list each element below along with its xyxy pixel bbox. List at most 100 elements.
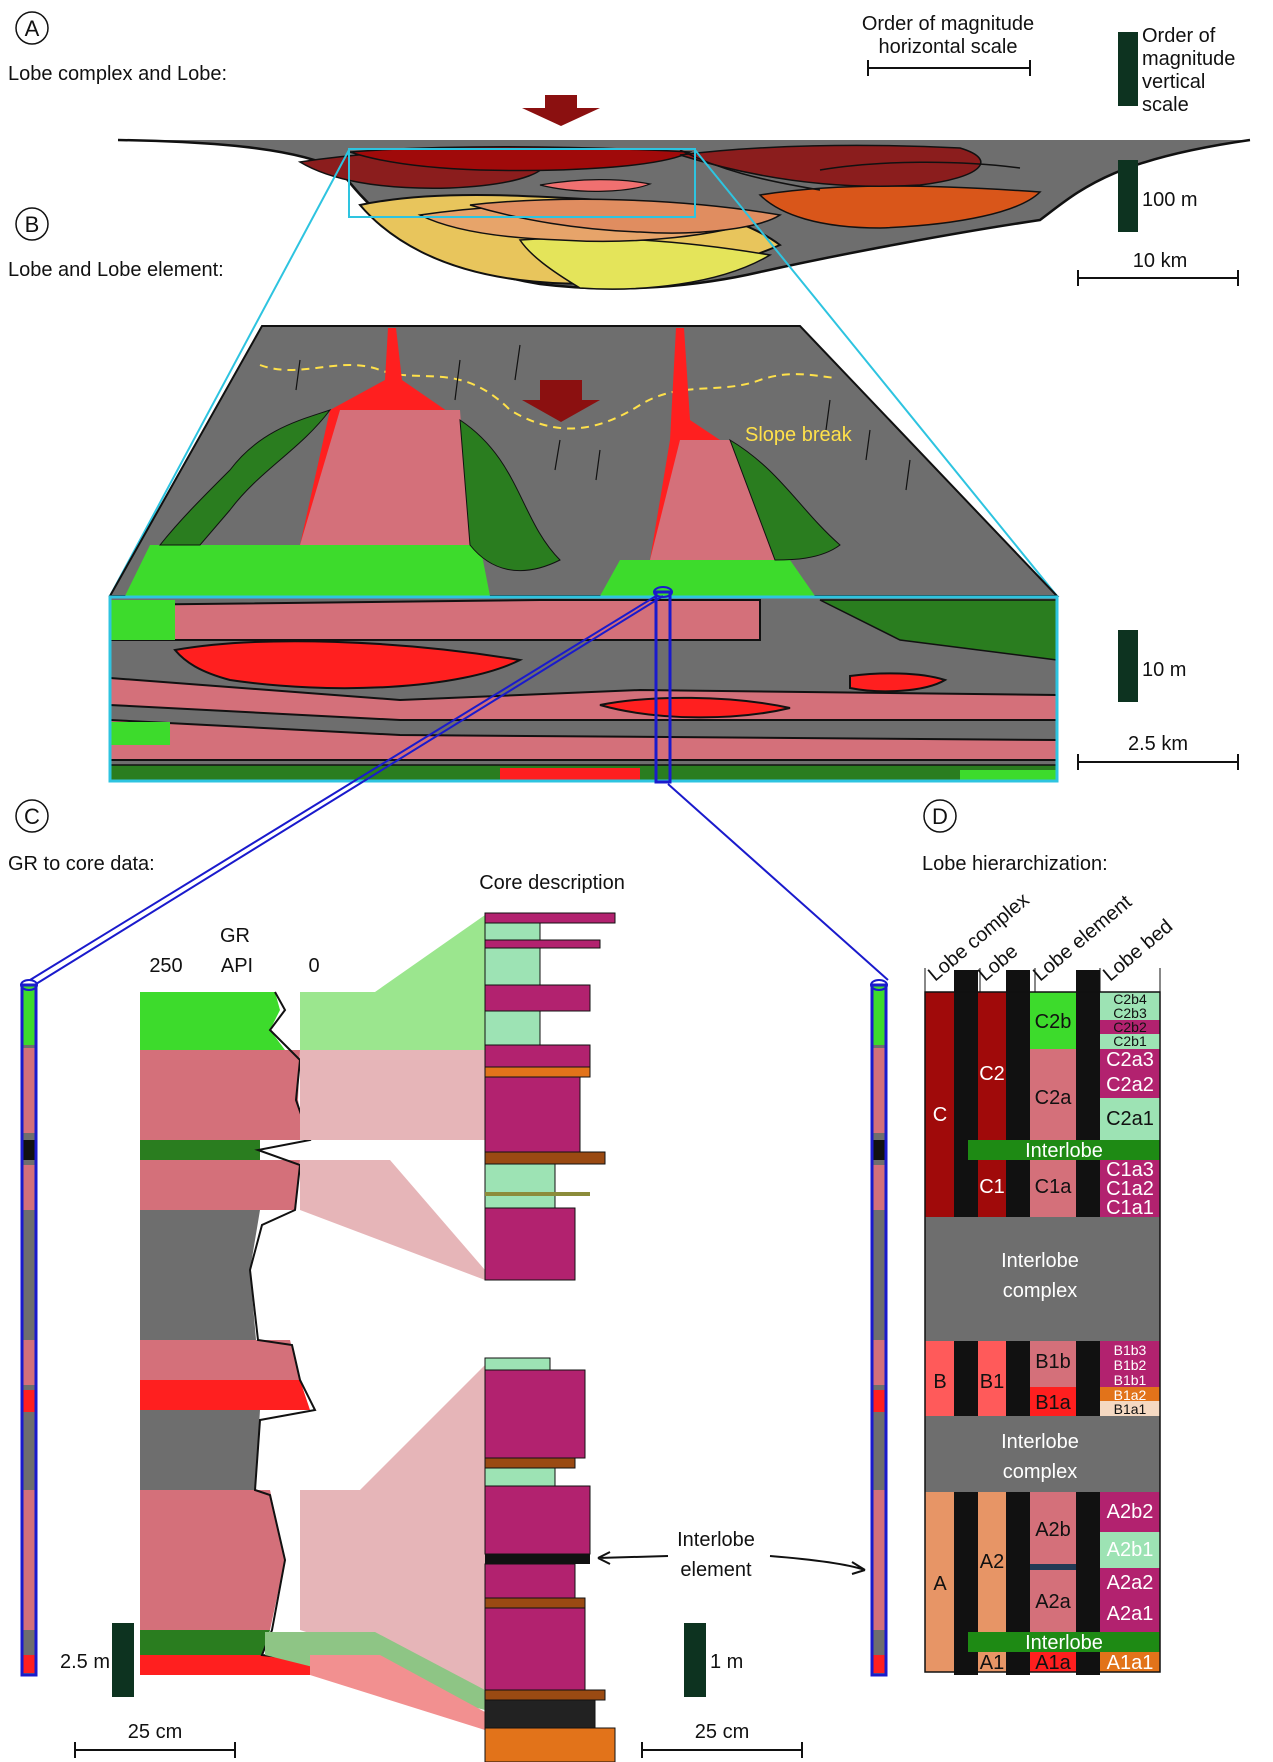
cross-section-green-base-right xyxy=(960,770,1057,781)
cross-section-pink-top xyxy=(109,599,761,641)
interlobe-c xyxy=(968,1140,1160,1160)
complex-b xyxy=(925,1341,954,1416)
fringe-bright-green-left xyxy=(125,545,490,596)
zoom-connector-lines xyxy=(109,149,1058,597)
core-bed-brown-1 xyxy=(484,1151,606,1165)
horizontal-scale-bar xyxy=(867,60,1031,76)
bed-a1a1 xyxy=(1100,1652,1160,1672)
a-horizontal-scale-bar xyxy=(1077,270,1239,286)
lobe-c2 xyxy=(978,992,1006,1140)
gr-vertical-scale-label: 2.5 m xyxy=(60,1651,110,1673)
well-log-left-green xyxy=(22,985,36,1045)
bed-a2b1 xyxy=(1100,1532,1160,1568)
element-c2a xyxy=(1030,1049,1076,1140)
cross-section-green-left xyxy=(110,600,175,640)
element-a2b xyxy=(1030,1492,1076,1564)
lobe-element-pink-right xyxy=(650,440,775,560)
well-log-right-black-1 xyxy=(872,1140,886,1160)
gr-pink-2 xyxy=(140,1160,300,1210)
element-a1a-label: A1a xyxy=(1035,1652,1071,1674)
bed-a2a2 xyxy=(1100,1568,1160,1596)
core-log-upper xyxy=(484,912,616,1281)
interlobe-complex-1-label-2: complex xyxy=(1003,1280,1077,1302)
panel-b: B Lobe and Lobe element: Slope break xyxy=(8,149,1239,784)
core-bed-dark xyxy=(485,1554,590,1564)
element-c2a-label: C2a xyxy=(1035,1087,1073,1109)
well-log-left-black-1 xyxy=(22,1140,36,1160)
bed-a2a2-label: A2a2 xyxy=(1107,1572,1154,1594)
lobe-a1-label: A1 xyxy=(980,1652,1004,1674)
element-a2b-label: A2b xyxy=(1035,1519,1071,1541)
bed-c1a3-label: C1a3 xyxy=(1106,1159,1154,1181)
cross-section-frame xyxy=(108,595,1059,783)
horizontal-scale-label-1: Order of magnitude xyxy=(862,13,1034,35)
core-light-green-upper xyxy=(484,912,541,1049)
interlobe-complex-1 xyxy=(925,1217,1160,1341)
core-bed-9 xyxy=(484,1563,576,1599)
well-log-right-top xyxy=(870,979,888,991)
panel-a-marker xyxy=(15,11,49,45)
header-ticks xyxy=(924,968,1161,992)
core-bed-brown-2 xyxy=(484,1457,576,1469)
fringe-green-left xyxy=(158,409,332,546)
interlobe-complex-1-label-1: Interlobe xyxy=(1001,1250,1079,1272)
lobe-pink-small xyxy=(539,179,653,192)
cross-section-red-lens xyxy=(173,640,524,690)
gr-pink-3 xyxy=(140,1340,300,1380)
lobe-a2-label: A2 xyxy=(980,1551,1004,1573)
interlobe-a xyxy=(968,1632,1160,1652)
well-log-right-pink-2 xyxy=(872,1165,886,1210)
well-log-right-red-2 xyxy=(872,1655,886,1673)
core-bed-4 xyxy=(484,1044,591,1068)
element-c1a-label: C1a xyxy=(1035,1176,1073,1198)
bed-c2b3 xyxy=(1100,1006,1160,1020)
core-bed-olive xyxy=(485,1192,590,1196)
element-c2b-label: C2b xyxy=(1035,1011,1072,1033)
well-connector-right xyxy=(667,783,889,981)
gr-unit-label: API xyxy=(221,955,253,977)
a-horizontal-scale-label: 10 km xyxy=(1133,250,1187,272)
bed-b1a2-label: B1a2 xyxy=(1114,1387,1147,1403)
core-log-lower xyxy=(484,1357,616,1762)
b-horizontal-scale-bar xyxy=(1077,754,1239,770)
core-bed-brown-3 xyxy=(484,1597,586,1609)
bed-c2b2-label: C2b2 xyxy=(1113,1019,1147,1035)
well-log-left-red-2 xyxy=(22,1655,36,1673)
panel-a-title: Lobe complex and Lobe: xyxy=(8,63,227,85)
bed-c2b1-label: C2b1 xyxy=(1113,1033,1147,1049)
panel-b-letter: B xyxy=(25,212,40,237)
well-log-right-pink-4 xyxy=(872,1490,886,1630)
element-c1a xyxy=(1030,1160,1076,1217)
bed-a2b2-label: A2b2 xyxy=(1107,1501,1154,1523)
bed-c2b4-label: C2b4 xyxy=(1113,991,1147,1007)
lobe-c1 xyxy=(978,1160,1006,1217)
slope-gully-marks xyxy=(295,344,911,491)
core-bed-2 xyxy=(484,939,601,949)
gr-horizontal-scale-label: 25 cm xyxy=(128,1721,182,1743)
panel-d-title: Lobe hierarchization: xyxy=(922,853,1108,875)
panel-a: A Lobe complex and Lobe: Order of magnit… xyxy=(8,11,1251,290)
tie-red xyxy=(310,1655,485,1730)
core-bed-5 xyxy=(484,1076,581,1153)
panel-d: D Lobe hierarchization: Lobe complex Lob… xyxy=(922,799,1177,1675)
panel-d-marker xyxy=(923,799,957,833)
well-log-right-pink-3 xyxy=(872,1340,886,1385)
bed-b1b2 xyxy=(1100,1356,1160,1371)
element-a2-divider xyxy=(1030,1564,1076,1570)
tie-pink-2 xyxy=(300,1160,485,1280)
bed-a2a1 xyxy=(1100,1596,1160,1632)
well-log-left-top xyxy=(20,979,38,991)
bed-c1a2 xyxy=(1100,1179,1160,1198)
vertical-scale-label-4: scale xyxy=(1142,94,1189,116)
panel-b-title: Lobe and Lobe element: xyxy=(8,259,224,281)
fringe-bright-green-right xyxy=(600,560,815,596)
hierarchy-frame xyxy=(924,991,1161,1673)
bed-c1a1-label: C1a1 xyxy=(1106,1197,1154,1219)
bed-c2b3-label: C2b3 xyxy=(1113,1005,1147,1021)
well-log-left-pink-4 xyxy=(22,1490,36,1630)
lobe-b1 xyxy=(978,1341,1006,1416)
bed-b1a1-label: B1a1 xyxy=(1114,1401,1147,1417)
well-log-right-pink-1 xyxy=(872,1048,886,1133)
interlobe-complex-2 xyxy=(925,1416,1160,1492)
well-log-left-frame xyxy=(20,983,38,1677)
